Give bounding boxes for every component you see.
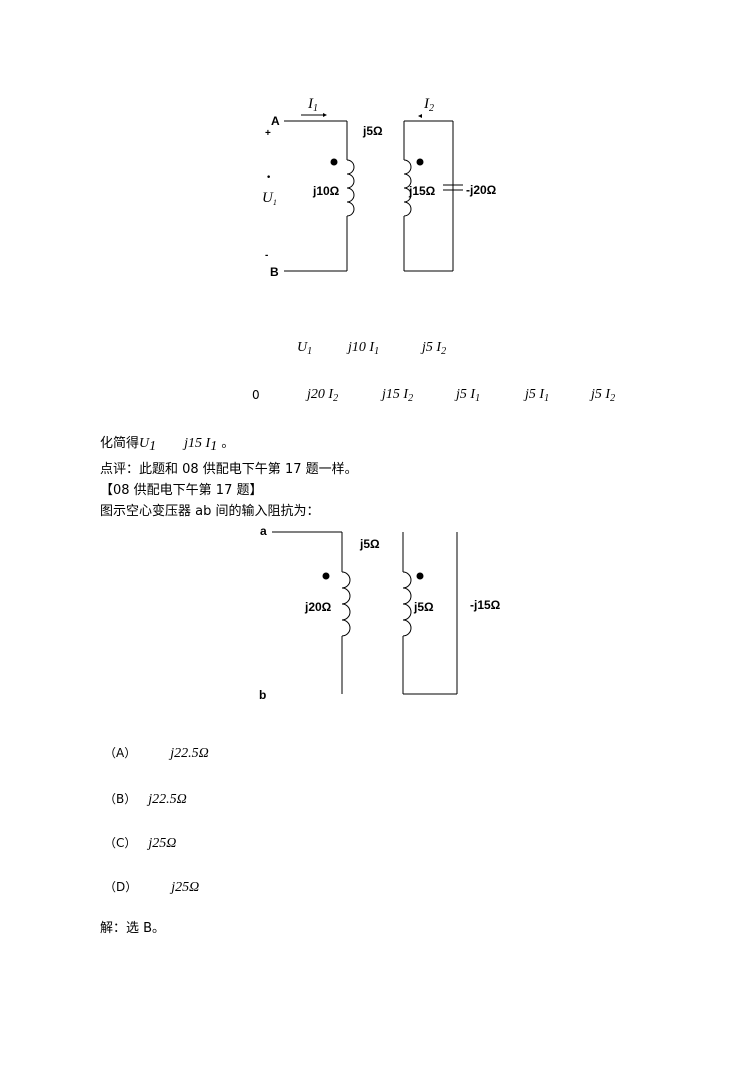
node-b-label: b — [259, 688, 267, 702]
current1-arrowhead-icon — [323, 113, 327, 117]
circuit2-inductor-l1 — [341, 571, 351, 637]
l2-impedance-label: j15Ω — [409, 184, 436, 198]
node-b-label: B — [270, 265, 279, 279]
eq2-zero: 0 — [252, 388, 260, 402]
current-i1-label: I1 — [308, 96, 318, 114]
current-i2-label: I2 — [424, 96, 434, 114]
option-c[interactable]: （C）j25Ω — [104, 836, 177, 851]
option-a[interactable]: （A）j22.5Ω — [104, 746, 209, 761]
capacitor-impedance-label: -j20Ω — [466, 183, 497, 197]
eq2-term-j5-i1: j5 I1 — [456, 387, 481, 404]
eq1-term-j5-i2: j5 I2 — [422, 340, 447, 357]
minus-sign: - — [265, 250, 269, 261]
comment-line: 点评：此题和 08 供配电下午第 17 题一样。 — [100, 462, 358, 477]
question-text: 图示空心变压器 ab 间的输入阻抗为： — [100, 504, 320, 519]
option-d[interactable]: （D）j25Ω — [104, 880, 200, 895]
l1-impedance-label: j10Ω — [313, 184, 340, 198]
dot-marker-icon — [322, 572, 330, 580]
eq2-term-j20-i2: j20 I2 — [307, 387, 339, 404]
dot-marker-icon — [416, 572, 424, 580]
dot-marker-icon — [330, 158, 338, 166]
eq2-term-j5-i2: j5 I2 — [591, 387, 616, 404]
circuit1-inductor-l1 — [346, 159, 355, 217]
eq2-term-j15-i2: j15 I2 — [382, 387, 414, 404]
answer-line: 解：选 B。 — [100, 921, 166, 936]
voltage-phasor-dot: • — [266, 173, 272, 183]
source-heading: 【08 供配电下午第 17 题】 — [100, 483, 263, 498]
l2-impedance-label: j5Ω — [414, 600, 434, 614]
eq1-u1: U1 — [297, 340, 313, 357]
node-a-label: A — [271, 114, 280, 128]
voltage-u1-label: U1 — [262, 190, 277, 207]
mutual-impedance-label: j5Ω — [360, 537, 380, 551]
plus-sign: + — [265, 128, 271, 139]
option-b[interactable]: （B）j22.5Ω — [104, 792, 187, 807]
capacitor-impedance-label: -j15Ω — [470, 598, 501, 612]
circuit2-inductor-l2 — [402, 571, 412, 637]
dot-marker-icon — [416, 158, 424, 166]
eq2-term-j5-i1-b: j5 I1 — [525, 387, 550, 404]
circuit1-inductor-l2 — [403, 159, 412, 217]
node-a-label: a — [260, 524, 267, 538]
current2-arrowhead-icon — [418, 114, 422, 118]
eq1-term-j10-i1: j10 I1 — [348, 340, 380, 357]
mutual-impedance-label: j5Ω — [363, 124, 383, 138]
l1-impedance-label: j20Ω — [305, 600, 332, 614]
